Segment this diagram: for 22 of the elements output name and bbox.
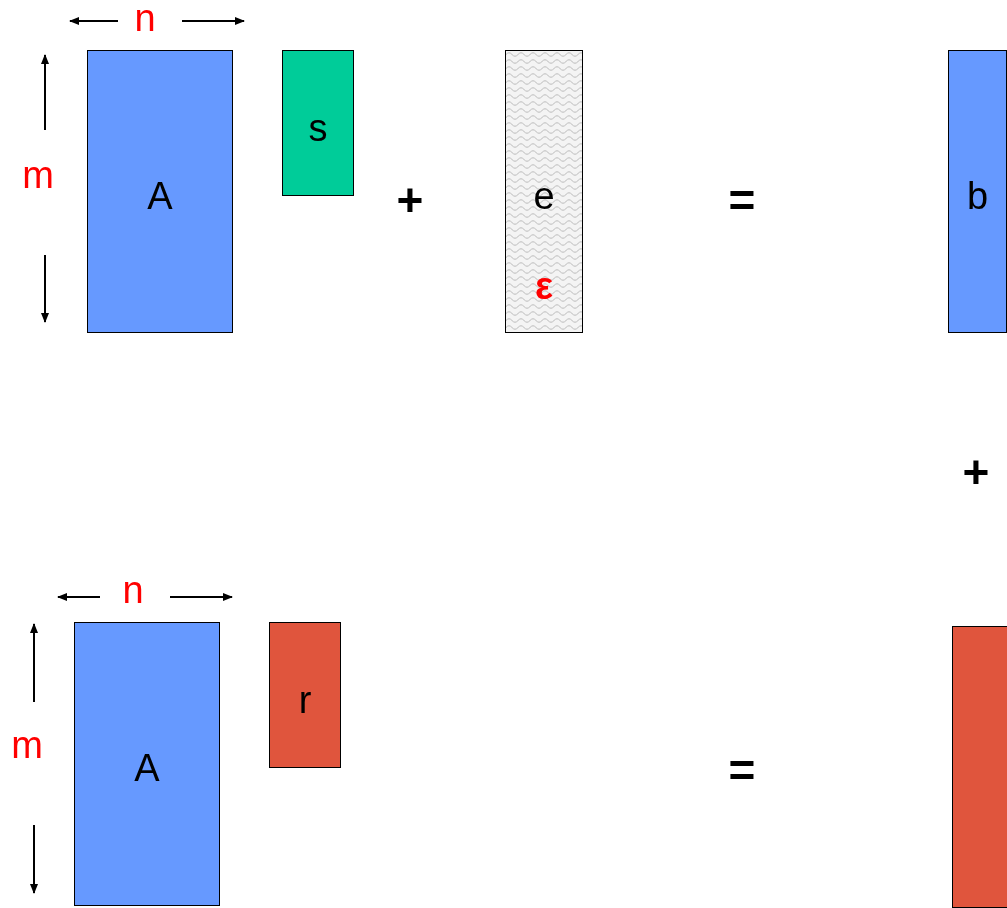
dimension-label: m [11,725,43,765]
matrix-block [952,626,1007,908]
matrix-symbol: A [133,748,161,788]
equals-sign: = [728,180,756,220]
dimension-label: m [22,155,54,195]
equals-sign: = [728,750,756,790]
matrix-block [269,622,341,768]
matrix-block [74,622,220,906]
matrix-symbol: s [307,108,329,148]
error-symbol: ε [533,266,554,306]
plus-sign: + [396,180,424,220]
matrix-block [282,50,354,196]
noise-vector-block [505,50,583,333]
matrix-symbol: A [146,176,174,216]
matrix-block [948,50,1007,333]
dimension-label: n [134,0,156,38]
matrix-symbol: b [965,176,990,216]
plus-sign: + [962,452,990,492]
dimension-label: n [122,570,144,610]
matrix-block [87,50,233,333]
matrix-symbol: e [532,176,556,216]
matrix-symbol: r [297,680,313,720]
